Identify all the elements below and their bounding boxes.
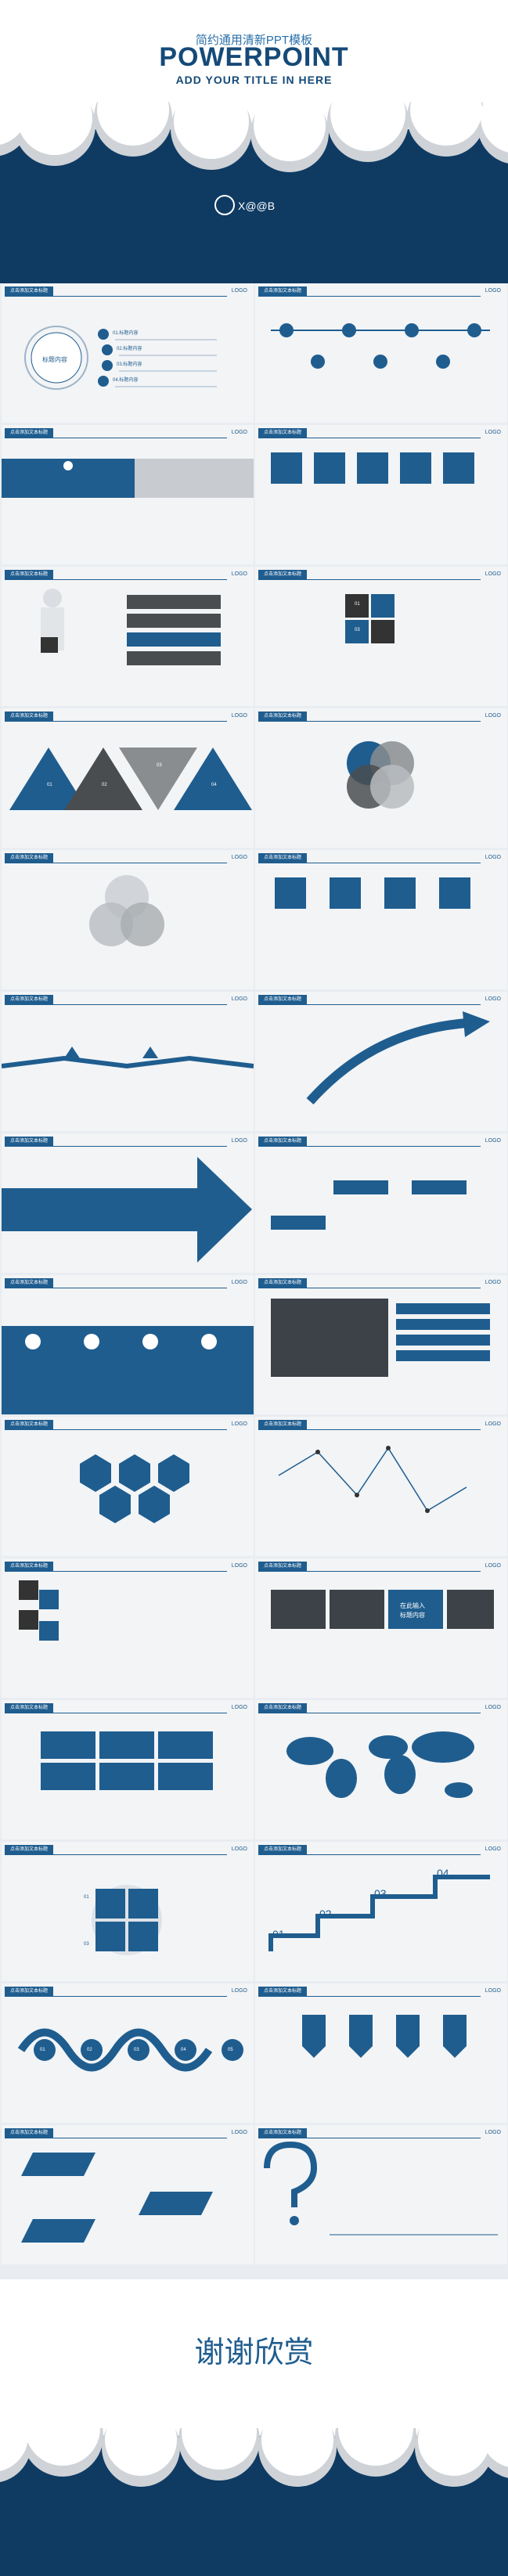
cover-clouds xyxy=(0,0,508,283)
thanks-slide: 谢谢欣赏 xyxy=(0,2279,508,2576)
thanks-text: 谢谢欣赏 xyxy=(194,2335,314,2369)
cover-kicker: 简约通用清新PPT模板 xyxy=(195,34,313,47)
cover-logo-text: X@@B xyxy=(238,200,275,212)
thanks-clouds xyxy=(0,2381,508,2576)
slide-1-graphic xyxy=(24,326,217,390)
cover-subtitle: ADD YOUR TITLE IN HERE xyxy=(175,74,333,86)
center-title: 标题内容 xyxy=(42,356,67,363)
cover-slide: 简约通用清新PPT模板 POWERPOINT ADD YOUR TITLE IN… xyxy=(0,0,508,283)
cover-logo: X@@B xyxy=(211,192,297,218)
slide-2-timeline xyxy=(271,323,490,369)
cover-title: POWERPOINT xyxy=(159,42,349,72)
